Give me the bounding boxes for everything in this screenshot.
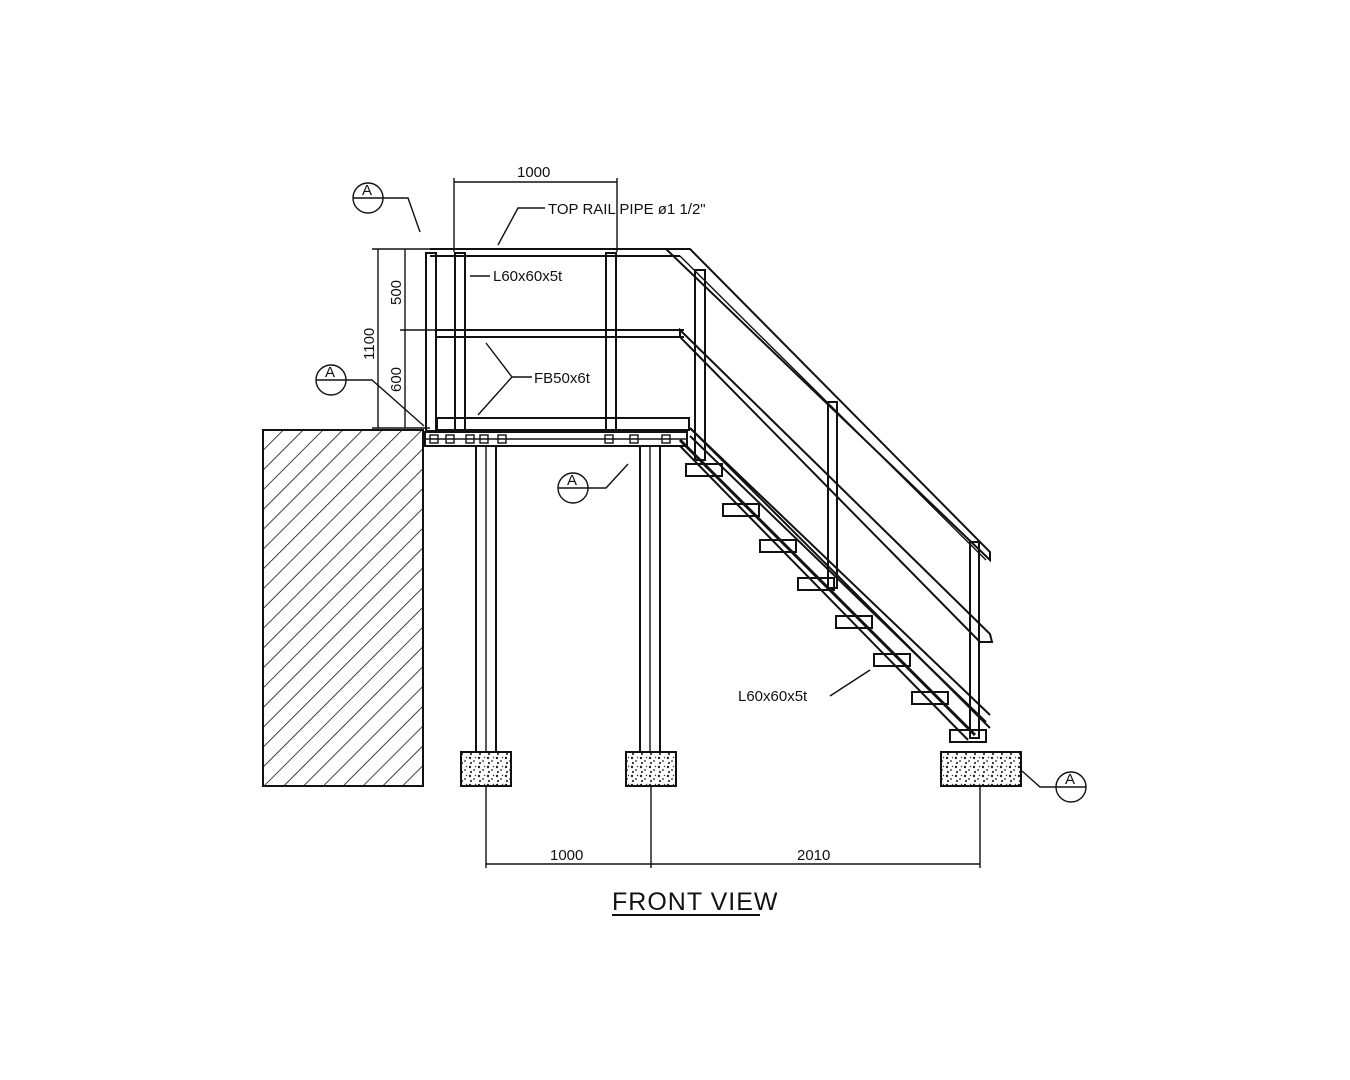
platform-posts: [425, 252, 706, 461]
section-marker-3: A: [557, 463, 629, 504]
hatched-wall: [262, 429, 424, 787]
dim-bottom-left: 1000: [550, 847, 583, 864]
stair-posts: [827, 401, 980, 739]
drawing-title: FRONT VIEW: [612, 888, 778, 916]
label-top-rail: TOP RAIL PIPE ø1 1/2": [548, 201, 706, 218]
dim-lower-height: 600: [388, 367, 405, 392]
platform-top-rail: [430, 248, 680, 257]
dim-top-width: 1000: [517, 164, 550, 181]
label-post-angle: L60x60x5t: [493, 268, 563, 285]
stair-treads: [685, 463, 987, 743]
stair-mid-rail: [679, 327, 994, 643]
leader-lines: [470, 207, 871, 697]
label-stringer-angle: L60x60x5t: [738, 688, 808, 705]
support-columns: [475, 445, 661, 753]
toe-plate: [436, 417, 690, 431]
section-letter: A: [362, 182, 372, 199]
dimension-top: [453, 178, 618, 252]
dimension-bottom: [485, 786, 981, 868]
section-letter: A: [1065, 771, 1075, 788]
dimension-height: [372, 248, 436, 429]
platform-deck: [424, 431, 688, 447]
concrete-footings: [460, 751, 1022, 787]
section-letter: A: [567, 472, 577, 489]
label-mid-rail: FB50x6t: [534, 370, 591, 387]
section-marker-2: A: [315, 364, 425, 427]
section-marker-1: A: [352, 182, 421, 233]
dim-total-height: 1100: [361, 328, 378, 360]
stair-top-rail: [663, 248, 991, 563]
platform-mid-rail: [436, 329, 684, 338]
stair-low-rail: [689, 427, 991, 723]
section-letter: A: [325, 364, 335, 381]
section-marker-4: A: [1021, 770, 1087, 803]
dim-bottom-right: 2010: [797, 847, 830, 864]
dim-upper-height: 500: [388, 280, 405, 305]
